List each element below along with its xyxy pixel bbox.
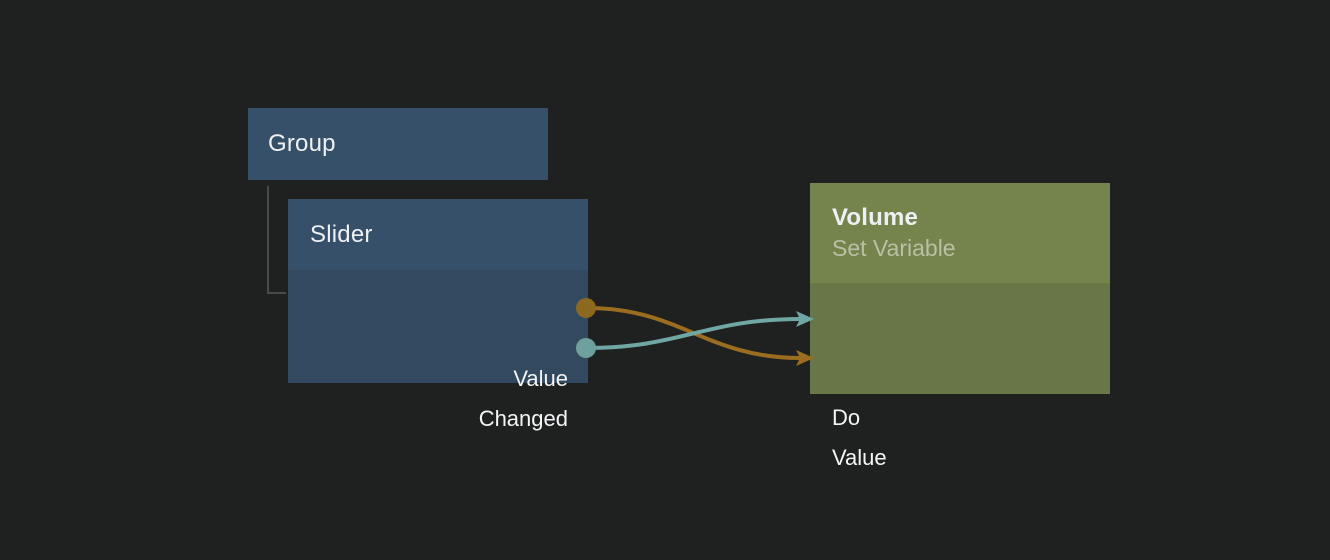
group-node-header: Group [248, 108, 548, 180]
slider-node-title: Slider [310, 220, 373, 248]
volume-input-label-do: Do [832, 405, 861, 430]
node-group[interactable]: Group [248, 108, 548, 180]
volume-node-header: Volume Set Variable [810, 183, 1110, 283]
node-slider[interactable]: Slider Value Changed [288, 199, 588, 431]
slider-node-header: Slider [288, 199, 588, 270]
slider-output-label-changed: Changed [478, 406, 568, 431]
slider-output-port-changed[interactable] [576, 338, 596, 358]
volume-node-title: Volume [832, 204, 919, 231]
slider-output-label-value: Value [513, 366, 568, 391]
slider-node-body: Value Changed [288, 270, 588, 431]
volume-node-subtitle: Set Variable [832, 235, 956, 261]
wire-slider-changed-to-volume-do[interactable] [586, 317, 802, 350]
group-child-connector-line [267, 186, 286, 294]
slider-output-port-value[interactable] [576, 298, 596, 318]
volume-input-label-value: Value [832, 445, 887, 470]
group-node-title: Group [268, 130, 336, 157]
volume-node-body: Do Value [810, 283, 1110, 470]
node-volume[interactable]: Volume Set Variable Do Value [810, 183, 1110, 470]
